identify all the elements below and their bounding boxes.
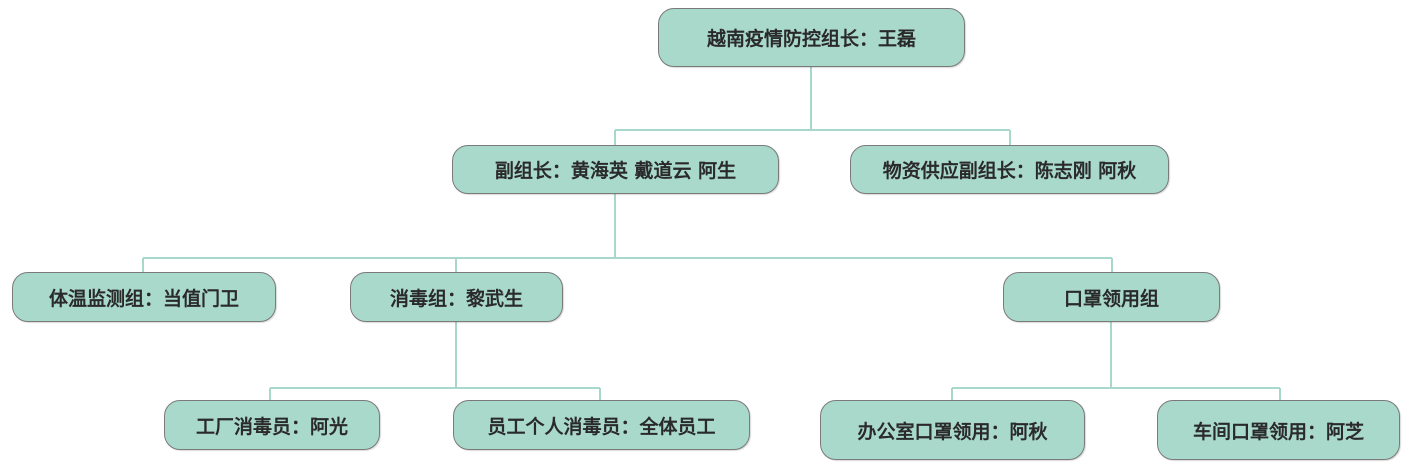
node-disinfection: 消毒组：黎武生 bbox=[350, 272, 563, 322]
node-office-mask: 办公室口罩领用：阿秋 bbox=[820, 400, 1085, 460]
connector-deputy bbox=[142, 194, 1113, 272]
node-deputy: 副组长：黄海英 戴道云 阿生 bbox=[452, 145, 779, 194]
node-workshop-mask: 车间口罩领用：阿芝 bbox=[1157, 400, 1400, 460]
node-label: 副组长：黄海英 戴道云 阿生 bbox=[494, 160, 737, 182]
node-temperature: 体温监测组：当值门卫 bbox=[12, 272, 276, 322]
connector-disinfection bbox=[269, 322, 601, 400]
node-label: 员工个人消毒员：全体员工 bbox=[487, 415, 716, 438]
node-staff-disinfector: 员工个人消毒员：全体员工 bbox=[453, 400, 750, 450]
node-label: 办公室口罩领用：阿秋 bbox=[857, 420, 1048, 443]
connector-mask bbox=[951, 322, 1281, 400]
node-label: 车间口罩领用：阿芝 bbox=[1192, 420, 1364, 443]
node-label: 口罩领用组 bbox=[1063, 287, 1159, 310]
node-supply-deputy: 物资供应副组长：陈志刚 阿秋 bbox=[850, 145, 1169, 194]
node-label: 物资供应副组长：陈志刚 阿秋 bbox=[882, 160, 1137, 182]
node-factory-disinfector: 工厂消毒员：阿光 bbox=[164, 400, 380, 450]
node-mask: 口罩领用组 bbox=[1003, 272, 1220, 322]
node-label: 越南疫情防控组长：王磊 bbox=[706, 28, 916, 50]
node-label: 体温监测组：当值门卫 bbox=[48, 287, 239, 310]
node-label: 工厂消毒员：阿光 bbox=[195, 415, 348, 438]
node-root: 越南疫情防控组长：王磊 bbox=[658, 8, 965, 67]
connector-root bbox=[614, 67, 1011, 145]
node-label: 消毒组：黎武生 bbox=[389, 287, 523, 310]
